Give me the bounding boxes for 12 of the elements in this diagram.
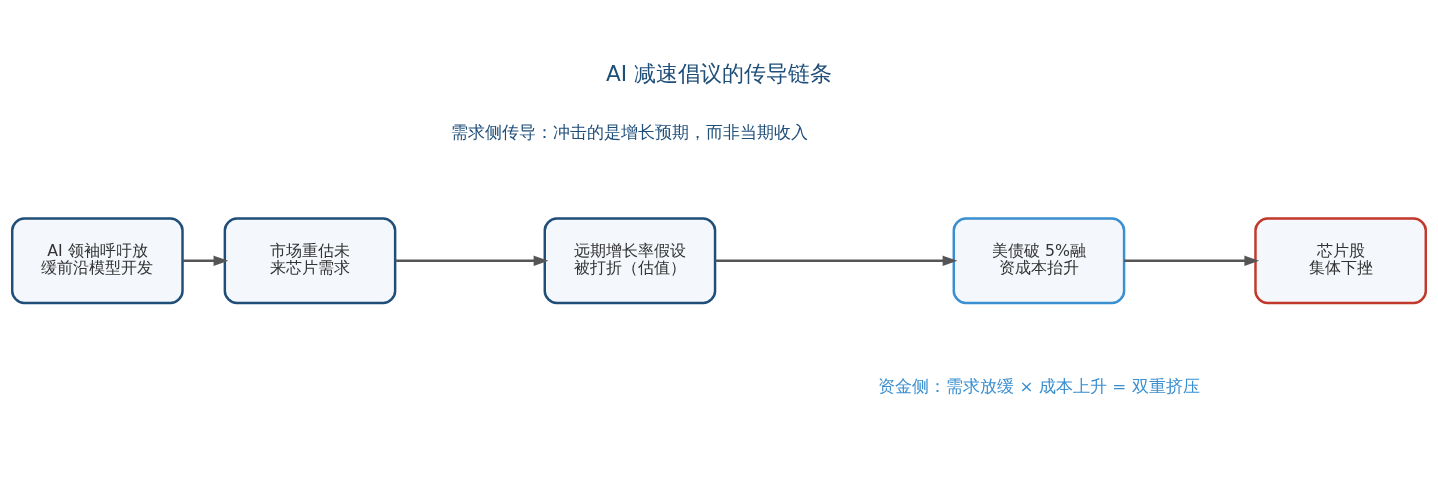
- node-box: 芯片股集体下挫: [1254, 216, 1427, 304]
- arrow: [1124, 255, 1260, 266]
- label: 需求侧传导：冲击的是增长预期，而非当期收入: [451, 121, 809, 142]
- arrow: [715, 255, 958, 266]
- node-box: AI 领袖呼吁放缓前沿模型开发: [11, 216, 184, 304]
- node-box: 市场重估未来芯片需求: [223, 216, 397, 304]
- label: 资金侧：需求放缓 × 成本上升 = 双重挤压: [878, 375, 1200, 396]
- node-box: 美债破 5%融资成本抬升: [952, 216, 1126, 304]
- node-box: 远期增长率假设被打折（估值）: [543, 216, 717, 304]
- arrow: [395, 255, 549, 266]
- arrow: [182, 255, 229, 266]
- diagram-title: AI 减速倡议的传导链条: [605, 60, 833, 86]
